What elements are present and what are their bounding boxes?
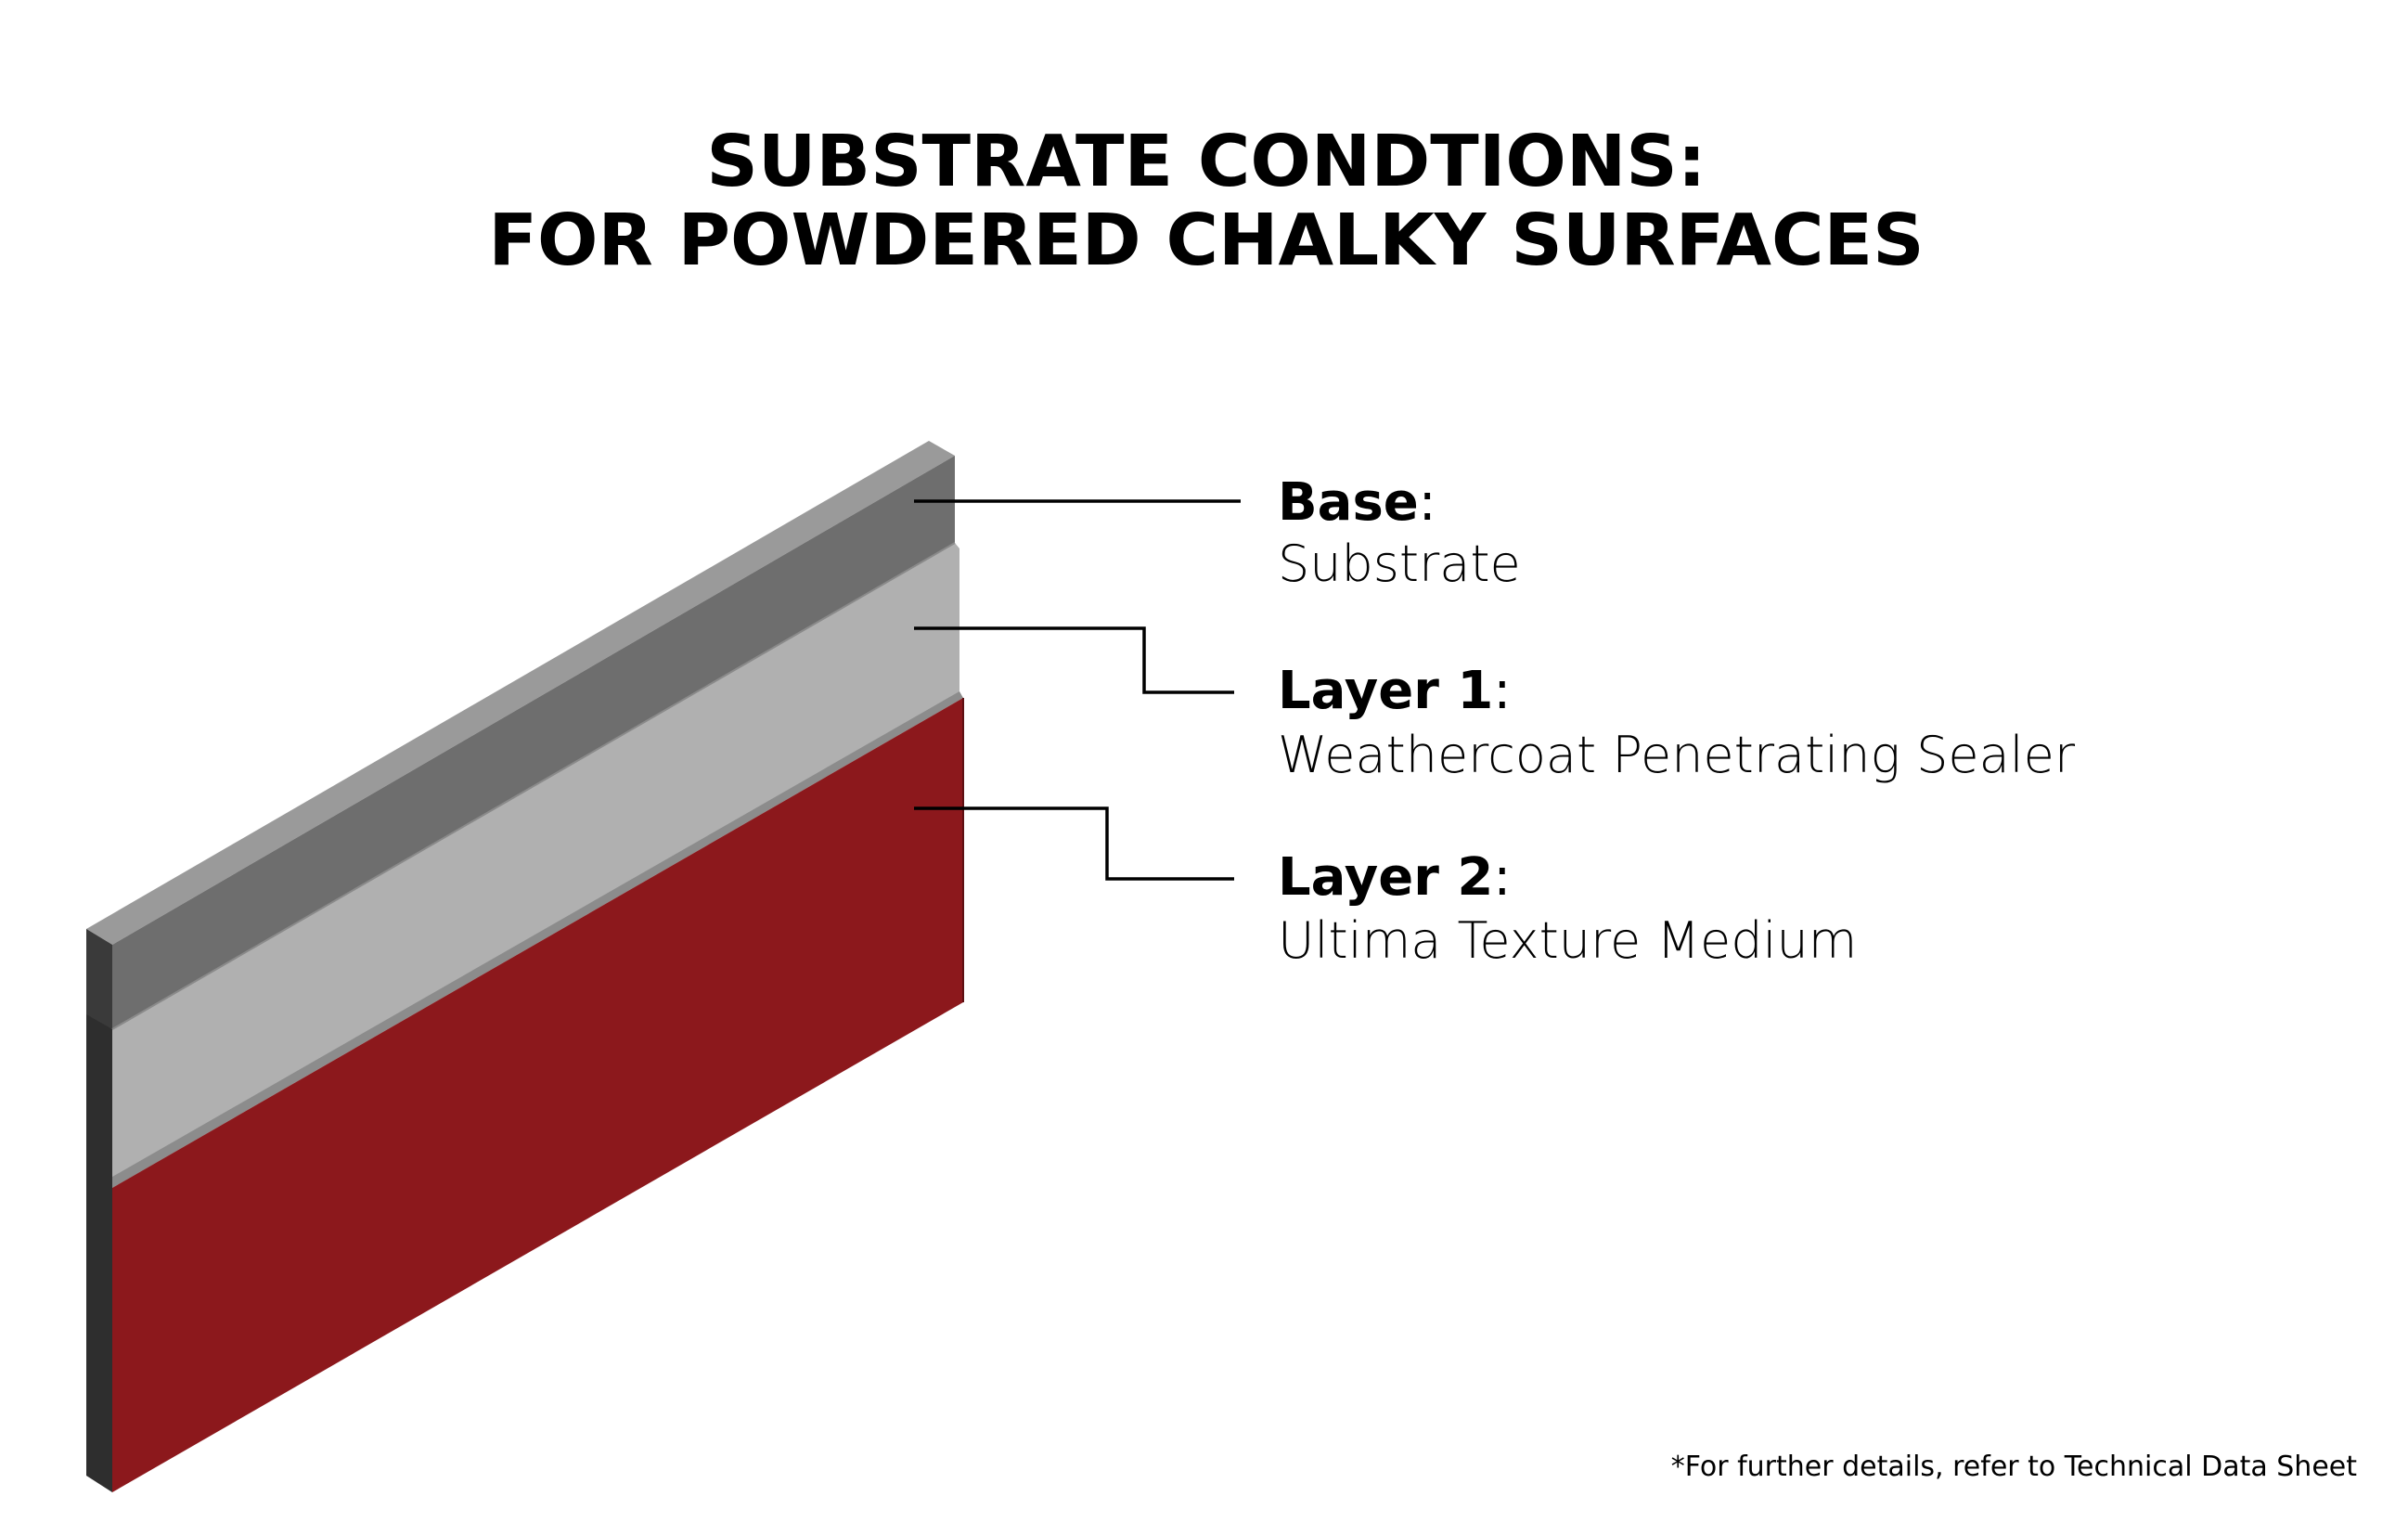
label-base-heading-text: Base	[1278, 472, 1419, 533]
layer-1-face	[112, 543, 959, 1188]
layer-2-face	[112, 698, 963, 1492]
layer-2-top-edge	[112, 691, 963, 1188]
layer-1-top-edge	[111, 542, 956, 1030]
label-base-description: Substrate	[1278, 535, 1521, 593]
title-line-1: SUBSTRATE CONDTIONS:	[706, 121, 1706, 203]
label-layer-1-heading-text: Layer 1	[1278, 661, 1493, 721]
base-layer-face	[112, 456, 955, 1029]
label-layer-2-colon: :	[1493, 847, 1511, 908]
label-base-heading: Base:	[1278, 472, 1436, 533]
leader-line-layer-1	[914, 626, 1234, 694]
base-top-face	[86, 441, 955, 945]
label-layer-2-description: Ultima Texture Medium	[1278, 911, 1857, 970]
label-layer-1-heading: Layer 1:	[1278, 661, 1511, 721]
label-layer-2-heading: Layer 2:	[1278, 847, 1511, 908]
wall-section	[86, 441, 964, 1492]
footnote: *For further details, refer to Technical…	[1671, 1451, 2358, 1483]
label-layer-1-description: Weathercoat Penetrating Sealer	[1278, 726, 2076, 784]
label-layer-1-colon: :	[1493, 661, 1511, 721]
wall-edge-face	[86, 929, 112, 1492]
title-line-2: FOR POWDERED CHALKY SURFACES	[488, 200, 1924, 282]
base-layer-edge	[86, 929, 112, 1029]
label-base-colon: :	[1419, 472, 1436, 533]
label-layer-2-heading-text: Layer 2	[1278, 847, 1493, 908]
leader-line-layer-2	[914, 806, 1234, 881]
